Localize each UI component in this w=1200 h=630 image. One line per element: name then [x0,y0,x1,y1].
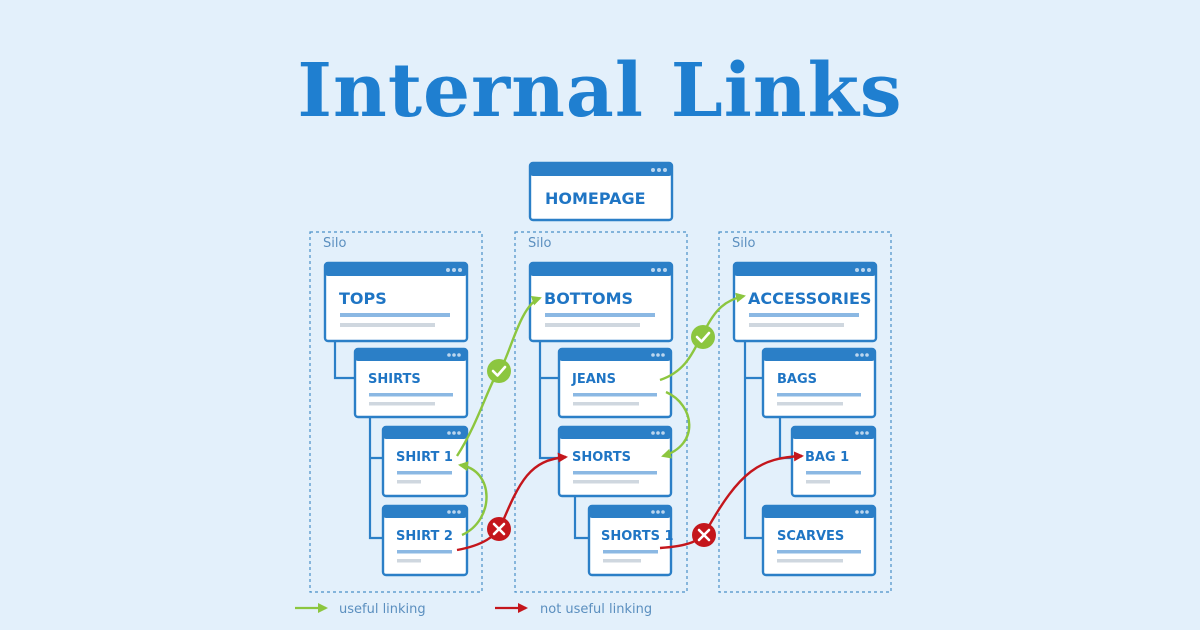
card-shorts-1[interactable]: SHORTS 1 [587,504,674,577]
card-title: JEANS [571,372,616,387]
card-title: BAG 1 [805,450,849,465]
card-shirt-1[interactable]: SHIRT 1 [381,425,469,498]
link-jeans-to-shorts [661,390,691,459]
silo-tops: Silo [309,231,483,593]
card-bottoms[interactable]: BOTTOMS [528,261,674,343]
card-bag-1[interactable]: BAG 1 [790,425,877,498]
card-title: BAGS [777,372,817,387]
link-shorts1-to-bag1 [659,451,804,550]
useful-links [455,292,746,537]
silo-box [718,231,892,593]
link-shirt2-to-shirt1 [458,461,488,537]
silo-box [514,231,688,593]
card-shirts[interactable]: SHIRTS [353,347,469,419]
card-title: SHIRT 2 [396,529,453,544]
card-shirt-2[interactable]: SHIRT 2 [381,504,469,577]
card-title: SHIRT 1 [396,450,453,465]
homepage-label: HOMEPAGE [545,189,646,208]
card-accessories[interactable]: ACCESSORIES [732,261,878,343]
silo-label: Silo [323,236,346,251]
card-bags[interactable]: BAGS [761,347,877,419]
card-title: TOPS [339,289,387,308]
card-scarves[interactable]: SCARVES [761,504,877,577]
card-jeans[interactable]: JEANS [557,347,673,419]
silo-accessories: Silo [718,231,892,593]
tree-lines [333,342,792,540]
silo-box [309,231,483,593]
check-icon [691,325,715,349]
silo-bottoms: Silo [514,231,688,593]
card-shorts[interactable]: SHORTS [557,425,673,498]
page-title: Internal Links [297,48,903,134]
card-tops[interactable]: TOPS [323,261,469,343]
homepage-card[interactable]: HOMEPAGE [528,161,674,222]
check-icon [487,359,511,383]
legend-useful-label: useful linking [339,602,426,617]
legend: useful linking not useful linking [295,602,652,617]
legend-not-useful-label: not useful linking [540,602,652,617]
card-title: BOTTOMS [544,289,633,308]
card-title: SHORTS [572,450,631,465]
silo-label: Silo [732,236,755,251]
card-title: SHORTS 1 [601,529,674,544]
not-useful-links [456,451,804,552]
silo-label: Silo [528,236,551,251]
card-title: SHIRTS [368,372,421,387]
card-title: ACCESSORIES [748,289,871,308]
card-title: SCARVES [777,529,844,544]
